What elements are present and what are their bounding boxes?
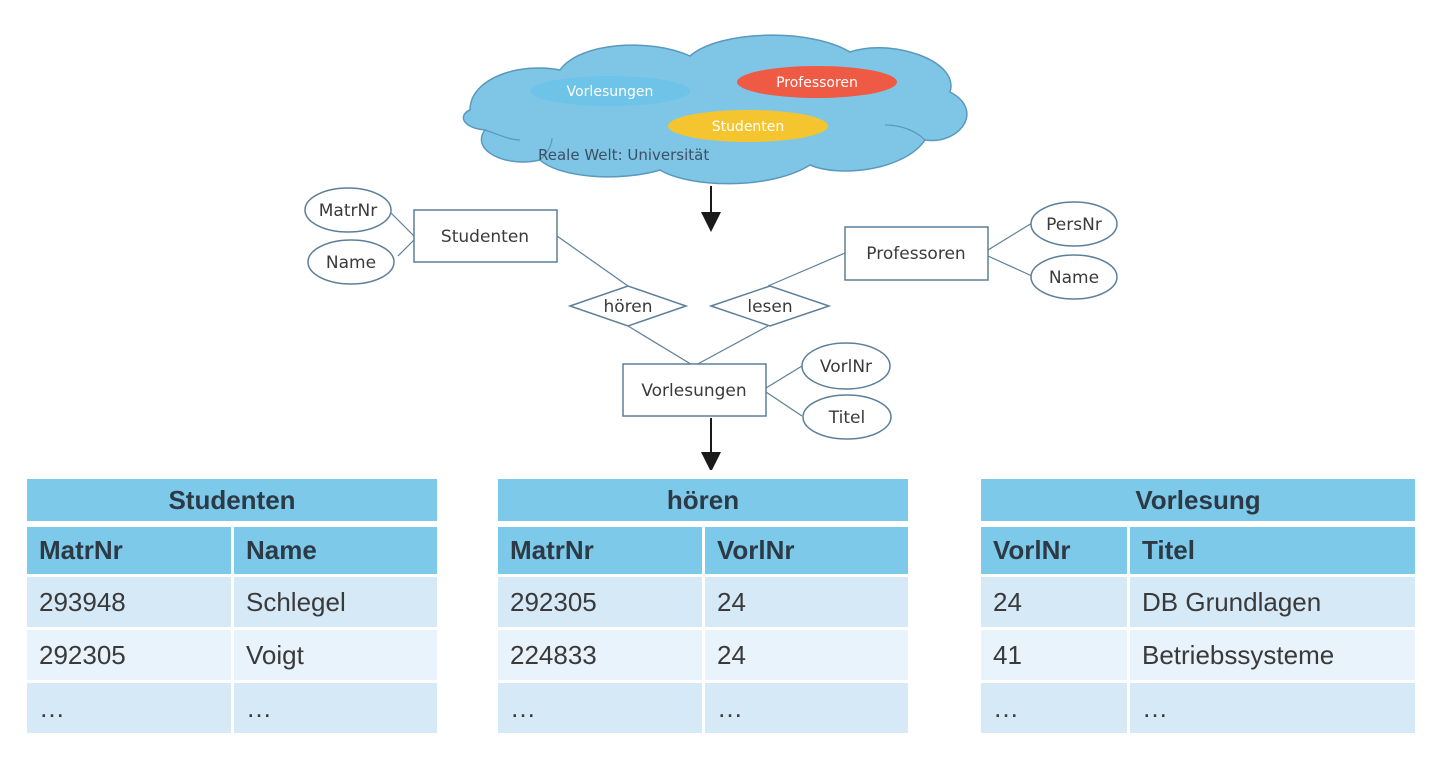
attribute-studenten-name-label: Name bbox=[326, 253, 376, 273]
er-diagram: Vorlesungen Professoren Studenten Reale … bbox=[304, 34, 1118, 470]
table-cell: 292305 bbox=[498, 577, 705, 630]
table-cell: 24 bbox=[705, 630, 908, 683]
table-cell: Schlegel bbox=[234, 577, 437, 630]
table-row: … … bbox=[981, 683, 1415, 736]
table-title: Vorlesung bbox=[981, 479, 1415, 527]
world-label: Reale Welt: Universität bbox=[538, 146, 709, 164]
table-row: 293948 Schlegel bbox=[27, 577, 437, 630]
table-studenten: Studenten MatrNr Name 293948 Schlegel 29… bbox=[27, 479, 437, 736]
cloud-label-studenten: Studenten bbox=[712, 119, 785, 135]
attribute-professoren-persnr: PersNr bbox=[1030, 201, 1118, 247]
table-cell: 224833 bbox=[498, 630, 705, 683]
table-cell: Voigt bbox=[234, 630, 437, 683]
table-cell: … bbox=[498, 683, 705, 736]
table-cell: … bbox=[27, 683, 234, 736]
table-hoeren: hören MatrNr VorlNr 292305 24 224833 24 … bbox=[498, 479, 908, 736]
relationship-hoeren-label: hören bbox=[603, 297, 652, 317]
cloud-label-vorlesungen: Vorlesungen bbox=[567, 84, 654, 100]
attribute-vorlesungen-titel-label: Titel bbox=[828, 408, 865, 428]
entity-vorlesungen: Vorlesungen bbox=[622, 363, 767, 417]
column-header: MatrNr bbox=[498, 527, 705, 577]
entity-studenten: Studenten bbox=[413, 209, 558, 263]
table-cell: … bbox=[1130, 683, 1415, 736]
attribute-vorlesungen-vorlnr: VorlNr bbox=[801, 342, 891, 390]
cloud-entity-studenten: Studenten bbox=[668, 110, 828, 142]
table-cell: 24 bbox=[981, 577, 1130, 630]
column-header: Name bbox=[234, 527, 437, 577]
table-cell: 292305 bbox=[27, 630, 234, 683]
relationship-lesen: lesen bbox=[708, 285, 832, 327]
relationship-hoeren: hören bbox=[567, 285, 689, 327]
table-cell: DB Grundlagen bbox=[1130, 577, 1415, 630]
table-cell: 41 bbox=[981, 630, 1130, 683]
column-header: MatrNr bbox=[27, 527, 234, 577]
cloud-entity-professoren: Professoren bbox=[737, 66, 897, 98]
attribute-studenten-name: Name bbox=[307, 239, 395, 285]
er-connections bbox=[389, 211, 1033, 417]
cloud-entity-vorlesungen: Vorlesungen bbox=[530, 76, 690, 106]
table-row: 41 Betriebssysteme bbox=[981, 630, 1415, 683]
attribute-professoren-name: Name bbox=[1030, 254, 1118, 300]
entity-studenten-label: Studenten bbox=[441, 227, 529, 247]
table-row: … … bbox=[498, 683, 908, 736]
attribute-vorlesungen-titel: Titel bbox=[802, 394, 892, 440]
table-cell: … bbox=[234, 683, 437, 736]
table-row: … … bbox=[27, 683, 437, 736]
attribute-studenten-matrnr: MatrNr bbox=[304, 187, 392, 233]
table-title: hören bbox=[498, 479, 908, 527]
table-row: 24 DB Grundlagen bbox=[981, 577, 1415, 630]
column-header: Titel bbox=[1130, 527, 1415, 577]
cloud-label-professoren: Professoren bbox=[776, 75, 858, 91]
entity-vorlesungen-label: Vorlesungen bbox=[641, 381, 746, 401]
table-row: 224833 24 bbox=[498, 630, 908, 683]
table-cell: 293948 bbox=[27, 577, 234, 630]
column-header: VorlNr bbox=[705, 527, 908, 577]
attribute-professoren-name-label: Name bbox=[1049, 268, 1099, 288]
table-row: 292305 24 bbox=[498, 577, 908, 630]
table-cell: Betriebssysteme bbox=[1130, 630, 1415, 683]
attribute-professoren-persnr-label: PersNr bbox=[1046, 215, 1102, 235]
relationship-lesen-label: lesen bbox=[747, 297, 792, 317]
table-cell: 24 bbox=[705, 577, 908, 630]
entity-professoren-label: Professoren bbox=[866, 244, 965, 264]
table-row: 292305 Voigt bbox=[27, 630, 437, 683]
attribute-studenten-matrnr-label: MatrNr bbox=[319, 201, 377, 221]
table-title: Studenten bbox=[27, 479, 437, 527]
table-vorlesung: Vorlesung VorlNr Titel 24 DB Grundlagen … bbox=[981, 479, 1415, 736]
attribute-vorlesungen-vorlnr-label: VorlNr bbox=[820, 357, 872, 377]
table-cell: … bbox=[981, 683, 1130, 736]
table-cell: … bbox=[705, 683, 908, 736]
entity-professoren: Professoren bbox=[844, 226, 989, 281]
column-header: VorlNr bbox=[981, 527, 1130, 577]
